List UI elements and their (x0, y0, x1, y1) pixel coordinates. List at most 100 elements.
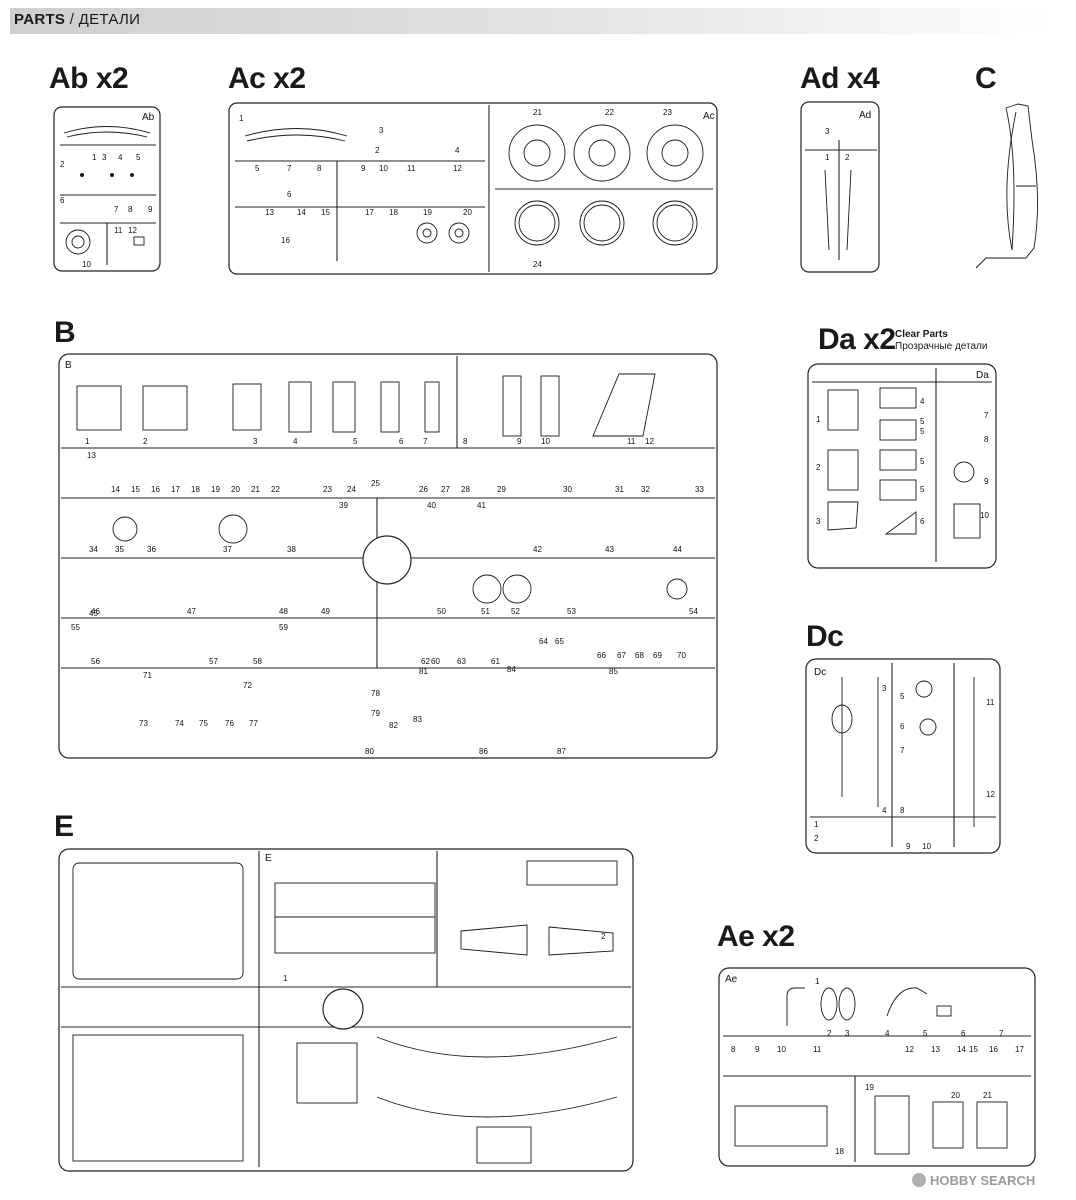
sprue-e-part-tags: 1 2 (283, 932, 606, 983)
svg-text:8: 8 (731, 1045, 736, 1054)
svg-text:11: 11 (114, 226, 123, 235)
svg-text:5: 5 (255, 164, 260, 173)
sprue-b-id: B (65, 360, 72, 371)
svg-text:21: 21 (251, 485, 260, 494)
svg-text:5: 5 (900, 692, 905, 701)
svg-text:8: 8 (984, 435, 989, 444)
sprue-b-diagram: B 1 2 3 4 5 6 7 8 9 10 11 12 13 14 15 16… (58, 353, 718, 759)
svg-text:23: 23 (323, 485, 332, 494)
svg-text:8: 8 (463, 437, 468, 446)
sprue-label-ad: Ad x4 (800, 62, 880, 95)
svg-text:68: 68 (635, 651, 644, 660)
sprue-ad-diagram: Ad 1 2 3 (800, 101, 880, 273)
svg-text:11: 11 (627, 437, 636, 446)
sprue-dc-diagram: Dc 1 2 3 4 5 6 7 8 9 10 11 12 (805, 658, 1001, 854)
svg-text:2: 2 (827, 1029, 832, 1038)
svg-text:55: 55 (71, 623, 80, 632)
svg-text:60: 60 (431, 657, 440, 666)
svg-text:6: 6 (920, 517, 925, 526)
svg-text:42: 42 (533, 545, 542, 554)
svg-text:4: 4 (118, 153, 123, 162)
svg-text:5: 5 (920, 427, 925, 436)
svg-text:46: 46 (91, 607, 100, 616)
svg-text:84: 84 (507, 665, 516, 674)
svg-text:10: 10 (379, 164, 388, 173)
svg-text:21: 21 (983, 1091, 992, 1100)
svg-text:51: 51 (481, 607, 490, 616)
svg-text:2: 2 (601, 932, 606, 941)
header-bar (10, 8, 1062, 34)
svg-text:15: 15 (321, 208, 330, 217)
sprue-label-ab: Ab x2 (49, 62, 129, 95)
svg-text:77: 77 (249, 719, 258, 728)
svg-text:18: 18 (389, 208, 398, 217)
sprue-ac-part-tags: 1 2 3 4 5 6 7 8 9 10 11 12 13 14 15 16 1… (239, 108, 672, 269)
svg-text:8: 8 (900, 806, 905, 815)
sprue-b-part-tags: 1 2 3 4 5 6 7 8 9 10 11 12 13 14 15 16 1… (71, 437, 704, 756)
svg-text:67: 67 (617, 651, 626, 660)
svg-text:13: 13 (931, 1045, 940, 1054)
svg-text:27: 27 (441, 485, 450, 494)
svg-text:12: 12 (645, 437, 654, 446)
page-title-separator: / (69, 11, 75, 28)
svg-text:9: 9 (906, 842, 911, 851)
svg-text:15: 15 (131, 485, 140, 494)
svg-text:23: 23 (663, 108, 672, 117)
svg-text:45: 45 (89, 609, 98, 618)
svg-text:36: 36 (147, 545, 156, 554)
svg-text:7: 7 (287, 164, 292, 173)
sprue-label-e: E (54, 810, 74, 843)
svg-text:58: 58 (253, 657, 262, 666)
svg-text:11: 11 (986, 698, 995, 707)
sprue-label-ac: Ac x2 (228, 62, 306, 95)
watermark-text: HOBBY SEARCH (930, 1173, 1036, 1188)
svg-text:83: 83 (413, 715, 422, 724)
sprue-dc-id: Dc (814, 667, 826, 678)
sprue-label-b: B (54, 316, 76, 349)
sprue-ae-part-tags: 1 2 3 4 5 6 7 8 9 10 11 12 13 14 15 16 1… (731, 977, 1024, 1156)
svg-text:3: 3 (816, 517, 821, 526)
svg-text:52: 52 (511, 607, 520, 616)
svg-text:7: 7 (900, 746, 905, 755)
svg-text:56: 56 (91, 657, 100, 666)
svg-text:80: 80 (365, 747, 374, 756)
svg-text:20: 20 (463, 208, 472, 217)
svg-text:3: 3 (102, 153, 107, 162)
svg-text:40: 40 (427, 501, 436, 510)
svg-text:1: 1 (815, 977, 820, 986)
svg-text:17: 17 (1015, 1045, 1024, 1054)
svg-text:1: 1 (85, 437, 90, 446)
svg-text:25: 25 (371, 479, 380, 488)
sprue-e-id: E (265, 853, 272, 864)
svg-text:9: 9 (755, 1045, 760, 1054)
svg-text:75: 75 (199, 719, 208, 728)
svg-text:7: 7 (984, 411, 989, 420)
svg-text:1: 1 (825, 153, 830, 162)
clear-parts-note: Clear Parts Прозрачные детали (895, 329, 987, 353)
svg-text:30: 30 (563, 485, 572, 494)
svg-text:14: 14 (957, 1045, 966, 1054)
svg-text:43: 43 (605, 545, 614, 554)
svg-text:17: 17 (365, 208, 374, 217)
svg-text:37: 37 (223, 545, 232, 554)
svg-text:20: 20 (951, 1091, 960, 1100)
sprue-ab-part-tags: 1 2 3 4 5 6 7 8 9 10 11 12 (60, 153, 153, 269)
svg-text:2: 2 (143, 437, 148, 446)
sprue-ac-id: Ac (703, 111, 715, 122)
svg-text:4: 4 (455, 146, 460, 155)
svg-text:6: 6 (399, 437, 404, 446)
svg-text:12: 12 (905, 1045, 914, 1054)
sprue-ae-diagram: Ae 1 2 3 4 5 6 7 8 9 10 11 12 13 14 15 1… (718, 967, 1036, 1167)
svg-text:15: 15 (969, 1045, 978, 1054)
svg-text:33: 33 (695, 485, 704, 494)
svg-text:28: 28 (461, 485, 470, 494)
svg-text:2: 2 (816, 463, 821, 472)
svg-text:87: 87 (557, 747, 566, 756)
svg-text:38: 38 (287, 545, 296, 554)
sprue-label-da: Da x2 (818, 323, 896, 356)
svg-text:59: 59 (279, 623, 288, 632)
svg-text:54: 54 (689, 607, 698, 616)
sprue-c-diagram (975, 103, 1039, 269)
svg-text:13: 13 (265, 208, 274, 217)
sprue-label-c: C (975, 62, 997, 95)
